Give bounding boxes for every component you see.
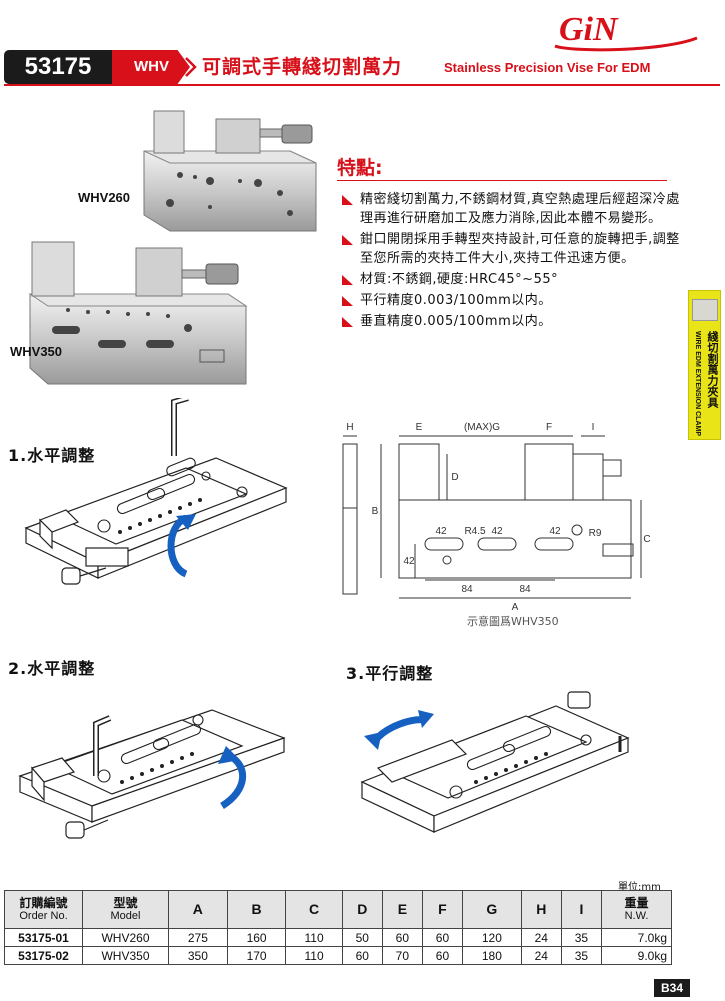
cell-model: WHV350 bbox=[82, 946, 169, 965]
step-2-illustration bbox=[18, 709, 286, 839]
dim-42-slot: 42 bbox=[491, 526, 503, 537]
cell-g: 180 bbox=[462, 946, 522, 965]
cell-model: WHV260 bbox=[82, 928, 169, 947]
side-tab-english: WIRE EDM EXTENSION CLAMP bbox=[694, 331, 701, 437]
dim-a: A bbox=[512, 602, 519, 613]
cell-c: 110 bbox=[285, 946, 343, 965]
cell-b: 170 bbox=[226, 946, 287, 965]
dim-42-vertical: 42 bbox=[403, 556, 415, 567]
col-f: F bbox=[421, 890, 464, 929]
cell-b: 160 bbox=[226, 928, 287, 947]
col-b: B bbox=[226, 890, 287, 929]
unit-label: 單位:mm bbox=[618, 882, 661, 893]
dim-84: 84 bbox=[461, 584, 473, 595]
col-d: D bbox=[341, 890, 383, 929]
feature-item: 鉗口開閉採用手轉型夾持設計,可任意的旋轉把手,調整至您所需的夾持工件大小,夾持工… bbox=[340, 230, 680, 268]
feature-item: 平行精度0.003/100mm以内。 bbox=[340, 291, 680, 310]
logo-text: GiN bbox=[559, 11, 619, 48]
dim-84: 84 bbox=[519, 584, 531, 595]
cell-a: 275 bbox=[168, 928, 228, 947]
dim-r4-5: R4.5 bbox=[464, 526, 486, 537]
dim-b: B bbox=[372, 506, 379, 517]
cell-order-no: 53175-02 bbox=[4, 946, 83, 965]
cell-order-no: 53175-01 bbox=[4, 928, 83, 947]
cell-h: 24 bbox=[520, 946, 562, 965]
col-h: H bbox=[520, 890, 562, 929]
feature-item: 垂直精度0.005/100mm以内。 bbox=[340, 312, 680, 331]
cell-i: 35 bbox=[560, 946, 603, 965]
cell-c: 110 bbox=[285, 928, 343, 947]
cell-i: 35 bbox=[560, 928, 603, 947]
step-1-illustration bbox=[24, 398, 288, 585]
cell-e: 70 bbox=[381, 946, 423, 965]
step-3-label: 3.平行調整 bbox=[346, 664, 434, 683]
cell-f: 60 bbox=[421, 946, 464, 965]
title-english: Stainless Precision Vise For EDM bbox=[444, 60, 651, 75]
col-e: E bbox=[381, 890, 423, 929]
cell-e: 60 bbox=[381, 928, 423, 947]
dim-i: I bbox=[592, 422, 595, 433]
category-side-tab: WIRE EDM EXTENSION CLAMP 綫切割萬力夾具 bbox=[688, 290, 721, 440]
cell-d: 60 bbox=[341, 946, 383, 965]
step-3-illustration bbox=[360, 691, 630, 833]
features-rule bbox=[337, 180, 667, 181]
dim-h: H bbox=[346, 422, 353, 433]
drawing-caption: 示意圖爲WHV350 bbox=[467, 615, 559, 628]
photo-whv260 bbox=[143, 110, 317, 232]
cell-g: 120 bbox=[462, 928, 522, 947]
cell-d: 50 bbox=[341, 928, 383, 947]
chevron-right-icon bbox=[185, 57, 197, 77]
dim-r9: R9 bbox=[589, 528, 602, 539]
col-g: G bbox=[462, 890, 522, 929]
dimension-drawing: H E (MAX)G F I D B C A 42 R4.5 42 42 R9 … bbox=[342, 422, 651, 613]
header-bar: 53175 WHV 可調式手轉綫切割萬力 Stainless Precision… bbox=[4, 50, 720, 84]
gin-logo: GiN bbox=[554, 11, 698, 52]
features-title: 特點: bbox=[337, 157, 383, 179]
cell-weight: 9.0kg bbox=[601, 946, 672, 965]
col-a: A bbox=[168, 890, 228, 929]
dim-d: D bbox=[451, 472, 458, 483]
dim-e: E bbox=[416, 422, 423, 433]
feature-item: 精密綫切割萬力,不銹鋼材質,真空熱處理后經超深冷處理再進行研磨加工及應力消除,因… bbox=[340, 190, 680, 228]
table-row: 53175-02 WHV350 350 170 110 60 70 60 180… bbox=[4, 946, 672, 965]
cell-weight: 7.0kg bbox=[601, 928, 672, 947]
dim-42-slot: 42 bbox=[435, 526, 447, 537]
page-number: B34 bbox=[654, 979, 690, 997]
cell-f: 60 bbox=[421, 928, 464, 947]
dim-g: (MAX)G bbox=[464, 422, 500, 433]
dim-f: F bbox=[546, 422, 552, 433]
feature-item: 材質:不銹鋼,硬度:HRC45°~55° bbox=[340, 270, 680, 289]
photo-label-whv260: WHV260 bbox=[78, 190, 131, 205]
col-i: I bbox=[560, 890, 603, 929]
dim-c: C bbox=[643, 534, 650, 545]
header-rule bbox=[4, 84, 720, 86]
dim-42-slot: 42 bbox=[549, 526, 561, 537]
photo-whv350 bbox=[28, 241, 248, 385]
title-chinese: 可調式手轉綫切割萬力 bbox=[202, 56, 403, 78]
cell-a: 350 bbox=[168, 946, 228, 965]
side-tab-thumbnail bbox=[692, 299, 718, 321]
photo-label-whv350: WHV350 bbox=[10, 344, 63, 359]
col-c: C bbox=[285, 890, 343, 929]
product-code: 53175 bbox=[4, 50, 112, 84]
cell-h: 24 bbox=[520, 928, 562, 947]
series-tab: WHV bbox=[112, 50, 190, 84]
step-1-label: 1.水平調整 bbox=[8, 446, 96, 465]
table-row: 53175-01 WHV260 275 160 110 50 60 60 120… bbox=[4, 928, 672, 947]
side-tab-chinese: 綫切割萬力夾具 bbox=[706, 331, 719, 408]
step-2-label: 2.水平調整 bbox=[8, 659, 96, 678]
features-list: 精密綫切割萬力,不銹鋼材質,真空熱處理后經超深冷處理再進行研磨加工及應力消除,因… bbox=[340, 190, 680, 333]
